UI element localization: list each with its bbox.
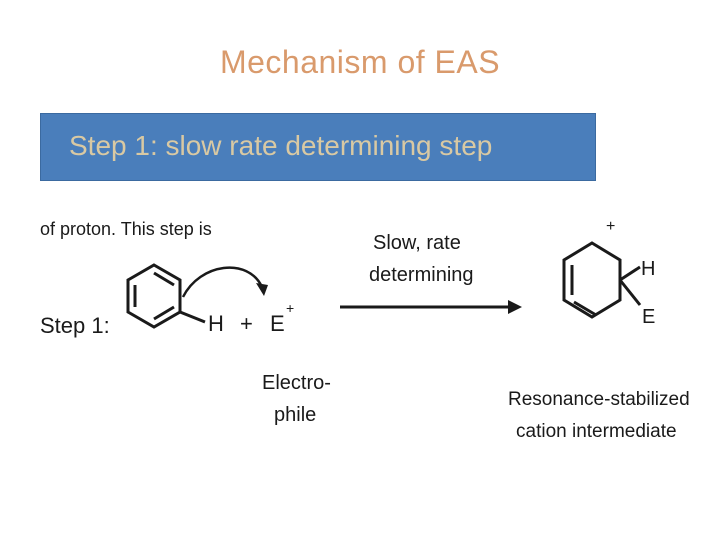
- reaction-scheme: of proton. This step is Step 1: H + E + …: [0, 205, 720, 465]
- step-banner: Step 1: slow rate determining step: [40, 113, 596, 181]
- plus-sign: +: [240, 311, 253, 336]
- slide-title: Mechanism of EAS: [219, 44, 501, 80]
- benzene-double-bond-2: [153, 305, 175, 321]
- electrophile-symbol: E: [270, 311, 285, 336]
- product-h: H: [641, 258, 655, 280]
- electrophile-label-line1: Electro-: [262, 372, 331, 394]
- c-h-bond: [179, 310, 206, 324]
- curved-arrow: [181, 266, 264, 298]
- product-e: E: [642, 306, 655, 328]
- cation-double-bond-2: [573, 300, 597, 317]
- reaction-arrow-head: [508, 300, 522, 314]
- product-charge: +: [606, 218, 615, 235]
- arrow-label-line1: Slow, rate: [373, 232, 461, 254]
- c-e-bond-product: [618, 279, 642, 306]
- benzene-double-bond-1: [153, 271, 175, 287]
- cutoff-text: of proton. This step is: [40, 219, 212, 239]
- reaction-scheme-svg: of proton. This step is Step 1: H + E + …: [40, 218, 690, 442]
- benzene-ring: [126, 263, 206, 329]
- cation-ring: [562, 241, 642, 319]
- electrophile-charge: +: [286, 300, 294, 316]
- step-label: Step 1:: [40, 313, 110, 338]
- product-label-line1: Resonance-stabilized: [508, 389, 690, 410]
- cation-hexagon: [562, 241, 622, 319]
- electrophile-label-line2: phile: [274, 404, 316, 426]
- curved-arrow-head: [256, 283, 268, 296]
- h-atom: H: [208, 311, 224, 336]
- product-label-line2: cation intermediate: [516, 421, 677, 442]
- arrow-label-line2: determining: [369, 264, 474, 286]
- step-banner-text: Step 1: slow rate determining step: [69, 130, 493, 161]
- c-h-bond-product: [619, 265, 641, 282]
- benzene-hexagon: [126, 263, 182, 329]
